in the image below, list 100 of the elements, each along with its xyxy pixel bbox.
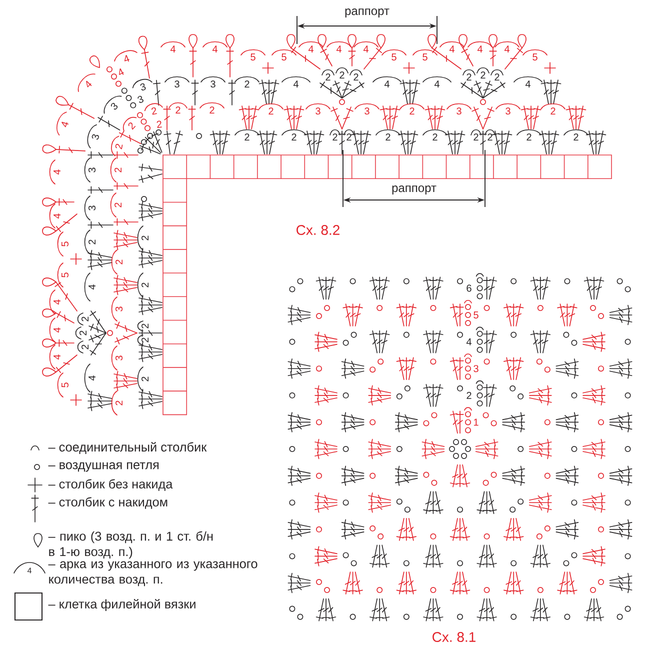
stitch-count: 2 — [116, 400, 122, 406]
legend-text: – воздушная петля — [48, 462, 159, 472]
round-number: 6 — [466, 284, 472, 292]
stitch-count: 3 — [140, 83, 146, 90]
stitch-count: 4 — [170, 46, 176, 52]
chart-caption: Сх. 8.1 — [432, 632, 476, 642]
stitch-count: 5 — [532, 54, 538, 60]
stitch-count: 4 — [384, 80, 390, 88]
stitch-count: 2 — [114, 168, 122, 172]
stitch-count: 2 — [114, 202, 122, 208]
stitch-count: 4 — [86, 80, 92, 88]
stitch-count: 4 — [308, 46, 314, 52]
legend-text: – столбик без накида — [48, 479, 173, 491]
stitch-count: 4 — [54, 328, 60, 333]
stitch-count: 2 — [268, 108, 274, 114]
stitch-count: 4 — [119, 68, 124, 75]
stitch-count: 4 — [88, 376, 96, 381]
stitch-count: 2 — [82, 316, 88, 322]
dimension-label: раппорт — [392, 186, 436, 194]
stitch-count: 2 — [292, 134, 296, 140]
stitch-count: 2 — [244, 80, 250, 88]
stitch-count: 2 — [488, 134, 492, 140]
stitch-count: 4 — [336, 46, 342, 52]
stitch-count: 5 — [422, 54, 428, 60]
stitch-count: 4 — [293, 80, 298, 88]
stitch-count: 2 — [82, 344, 88, 350]
stitch-count: 2 — [526, 134, 532, 140]
stitch-count: 2 — [142, 282, 148, 288]
stitch-count: 2 — [80, 330, 86, 336]
stitch-count: 3 — [506, 107, 510, 115]
stitch-count: 4 — [54, 354, 60, 360]
stitch-count: 4 — [62, 122, 68, 128]
stitch-count: 3 — [210, 80, 216, 88]
stitch-count: 2 — [410, 108, 414, 114]
stitch-count: 4 — [88, 284, 96, 290]
chart-caption: Сх. 8.2 — [296, 225, 340, 235]
stitch-count: 2 — [480, 72, 486, 78]
stitch-count: 2 — [574, 134, 578, 140]
stitch-count: 2 — [142, 338, 148, 342]
stitch-count: 5 — [62, 382, 68, 388]
stitch-count: 2 — [326, 74, 330, 80]
stitch-count: 5 — [392, 54, 396, 60]
round-number: 5 — [474, 312, 478, 318]
stitch-count: 2 — [176, 106, 180, 114]
stitch-count: 4 — [54, 214, 60, 219]
stitch-count: 2 — [346, 134, 352, 140]
legend-text: – клетка филейной вязки — [48, 598, 196, 612]
stitch-count: 4 — [124, 54, 130, 62]
stitch-count: 3 — [115, 356, 123, 360]
stitch-count: 3 — [364, 107, 370, 115]
stitch-count: 2 — [550, 108, 556, 114]
stitch-count: 5 — [62, 242, 68, 246]
legend-text: – соединительный столбик — [48, 442, 207, 454]
stitch-count: 2 — [340, 72, 344, 78]
stitch-count: 5 — [282, 54, 286, 60]
legend-text: – пико (3 возд. п. и 1 ст. б/н в 1-ю возд. п.) — [48, 531, 213, 559]
stitch-count: 3 — [174, 80, 180, 88]
stitch-count: 2 — [88, 240, 96, 244]
legend-text: – столбик с накидом — [48, 497, 168, 509]
stitch-count: 4 — [54, 300, 60, 305]
stitch-count: 2 — [128, 122, 136, 130]
stitch-count: 3 — [316, 107, 320, 115]
stitch-count: 2 — [466, 74, 472, 80]
stitch-count: 3 — [115, 306, 123, 312]
stitch-count: 4 — [477, 46, 482, 52]
stitch-count: 2 — [474, 134, 478, 140]
stitch-count: 5 — [250, 54, 256, 60]
stitch-count: 2 — [332, 134, 338, 140]
stitch-count: 2 — [386, 134, 390, 140]
stitch-count: 2 — [142, 236, 148, 240]
stitch-count: 4 — [27, 568, 32, 574]
round-number: 2 — [466, 392, 472, 399]
stitch-count: 4 — [525, 80, 530, 88]
dimension-label: раппорт — [345, 8, 390, 18]
stitch-count: 2 — [156, 120, 162, 128]
stitch-count: 4 — [449, 46, 454, 52]
stitch-count: 4 — [54, 170, 60, 175]
stitch-count: 3 — [92, 134, 99, 140]
stitch-count: 2 — [142, 324, 148, 328]
stitch-count: 4 — [504, 46, 510, 52]
stitch-count: 2 — [244, 134, 250, 140]
stitch-count: 3 — [88, 206, 96, 210]
stitch-count: 2 — [494, 74, 500, 80]
stitch-count: 2 — [152, 107, 157, 115]
round-number: 4 — [466, 338, 472, 346]
stitch-count: 4 — [434, 80, 440, 88]
stitch-count: 2 — [142, 376, 148, 382]
stitch-count: 2 — [116, 260, 122, 264]
stitch-count: 2 — [432, 134, 438, 140]
stitch-count: 3 — [456, 107, 462, 115]
round-number: 3 — [474, 365, 478, 372]
legend-text: – арка из указанного из указанного количества возд. п. — [48, 561, 258, 586]
stitch-count: 4 — [363, 46, 368, 52]
stitch-count: 5 — [62, 272, 68, 278]
round-number: 1 — [474, 418, 478, 426]
stitch-count: 3 — [138, 96, 144, 103]
stitch-count: 3 — [110, 102, 118, 110]
stitch-count: 3 — [88, 168, 96, 172]
stitch-count: 2 — [354, 74, 358, 80]
stitch-count: 4 — [212, 46, 218, 52]
